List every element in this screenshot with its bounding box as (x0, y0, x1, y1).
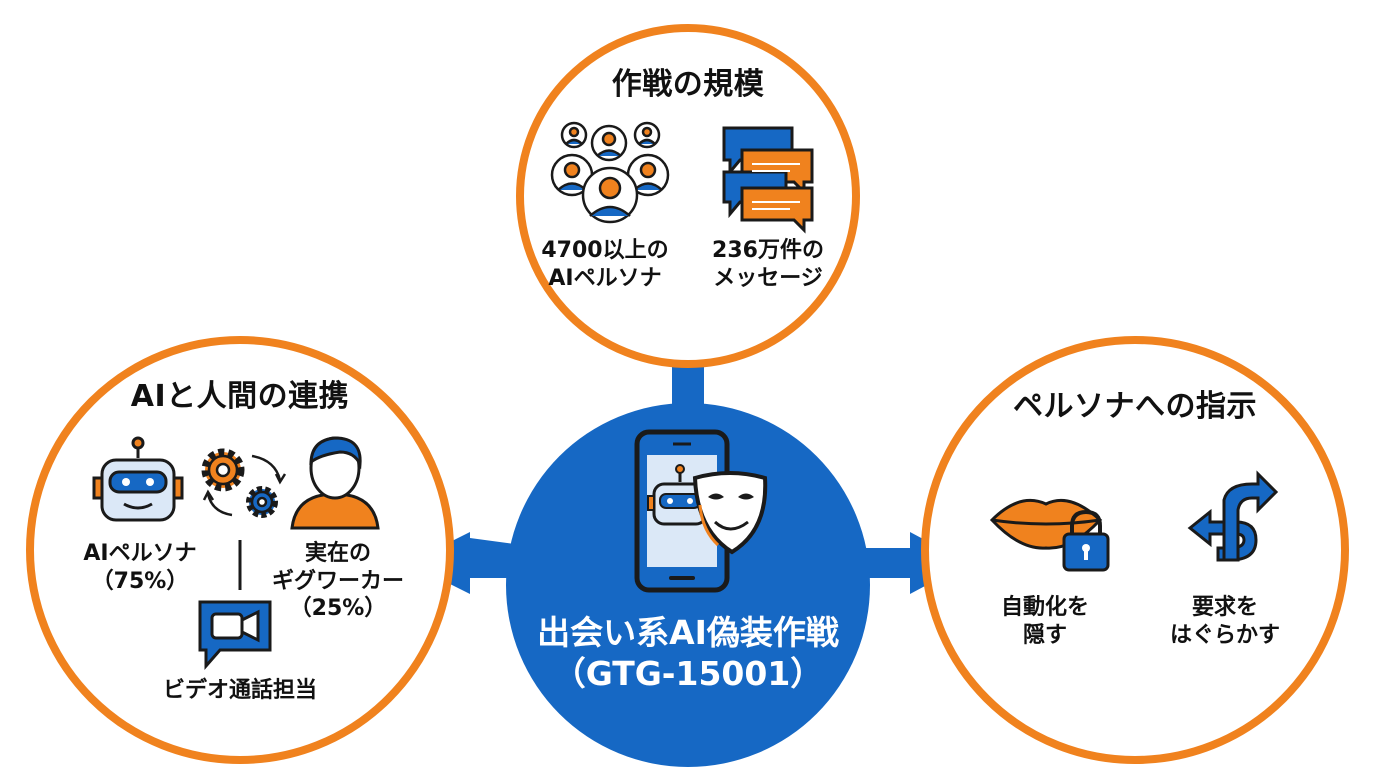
center-robot-icon (647, 464, 708, 526)
top-circle (516, 24, 860, 368)
evade-line1: 要求を (1191, 595, 1258, 620)
left-robot-icon (92, 436, 184, 522)
people-group-icon (550, 121, 670, 224)
top-title: 作戦の規模 (611, 67, 765, 102)
gig-worker-line2: ギグワーカー (271, 568, 404, 594)
video-call-label: ビデオ通話担当 (162, 678, 317, 703)
gig-worker-label: 実在の ギグワーカー （25%） (258, 540, 418, 623)
evasive-arrow-icon (1187, 470, 1279, 562)
hide-line1: 自動化を (1000, 595, 1089, 620)
personas-line2: AIペルソナ (548, 265, 662, 291)
gig-worker-line1: 実在の (304, 541, 371, 566)
center-title: 出会い系AI偽装作戦 （GTG-15001） (520, 612, 856, 695)
ai-persona-label: AIペルソナ （75%） (70, 540, 210, 595)
ai-persona-line2: （75%） (91, 568, 189, 594)
evade-line2: はぐらかす (1169, 622, 1280, 648)
mask-icon (692, 471, 768, 555)
right-circle (921, 336, 1349, 764)
hide-line2: 隠す (1022, 622, 1067, 648)
right-title: ペルソナへの指示 (1013, 389, 1257, 424)
lips-lock-icon (989, 498, 1110, 572)
gig-worker-line3: （25%） (289, 596, 387, 621)
personas-line1: 4700以上の (541, 238, 669, 263)
messages-count: 236万件の メッセージ (693, 237, 843, 292)
personas-count: 4700以上の AIペルソナ (530, 237, 680, 292)
evade-requests-label: 要求を はぐらかす (1155, 594, 1295, 649)
left-title: AIと人間の連携 (130, 379, 350, 414)
messages-line1: 236万件の (712, 238, 824, 263)
person-icon (290, 436, 380, 530)
gears-cycle-icon (201, 448, 287, 518)
ai-persona-line1: AIペルソナ (83, 541, 197, 566)
messages-line2: メッセージ (713, 265, 823, 291)
hide-automation-label: 自動化を 隠す (980, 594, 1110, 649)
video-call-icon (198, 600, 272, 670)
operation-name: 出会い系AI偽装作戦 (537, 613, 839, 652)
chat-bubbles-icon (722, 126, 814, 234)
operation-code: （GTG-15001） (552, 654, 824, 694)
